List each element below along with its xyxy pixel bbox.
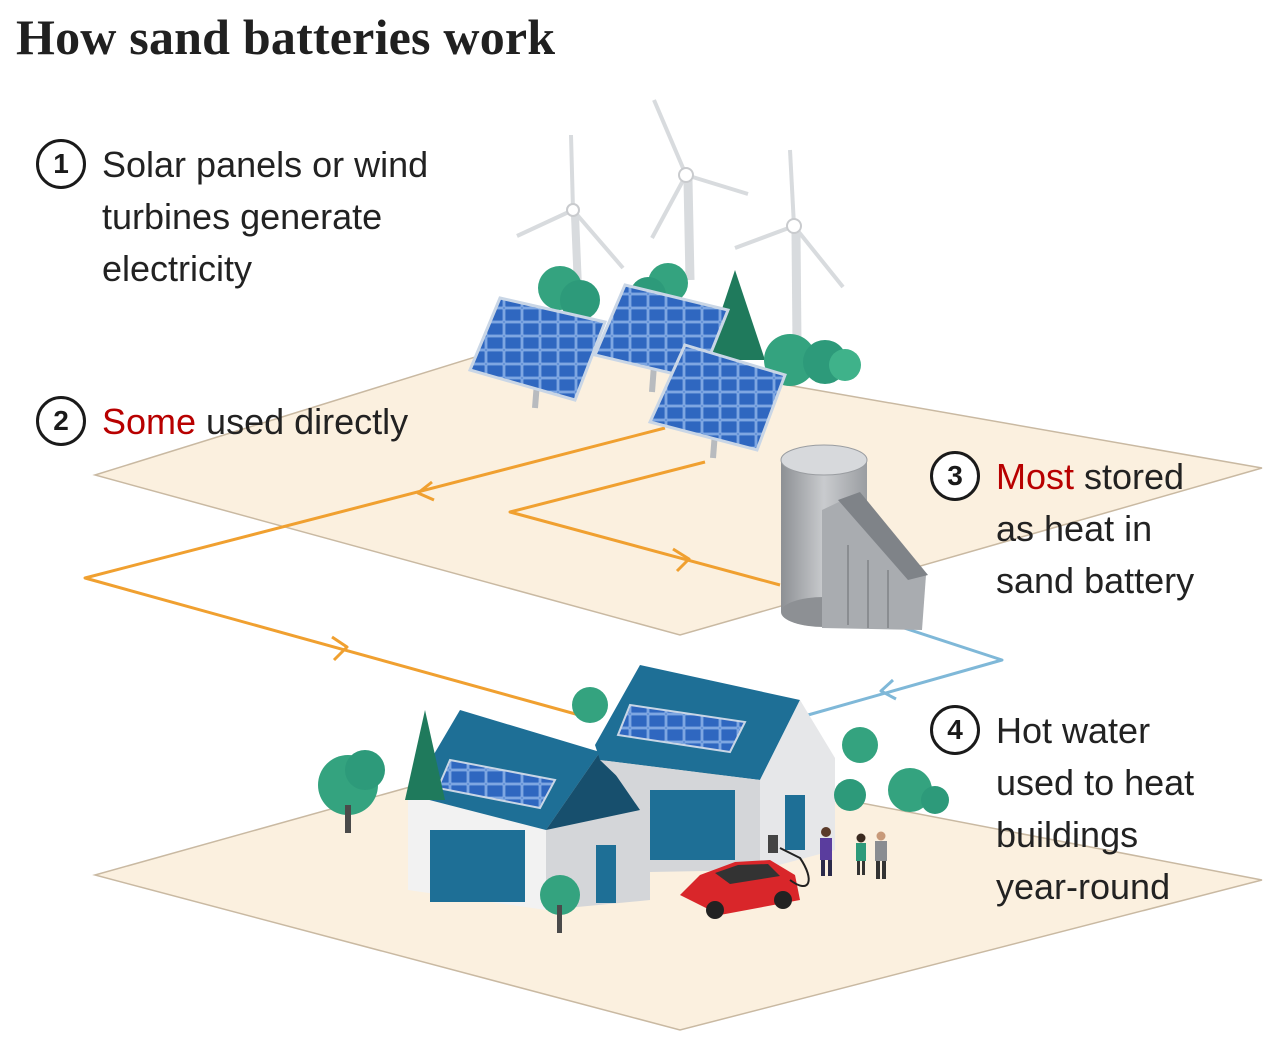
step-1-text: Solar panels or wind turbines generate e… xyxy=(102,139,428,295)
step-3-line: as heat in xyxy=(996,508,1153,549)
step-4-line: used to heat xyxy=(996,762,1195,803)
highlight-word: Most xyxy=(996,456,1075,497)
flow-arrow-icon xyxy=(331,480,691,662)
step-1: 1 Solar panels or wind turbines generate… xyxy=(36,139,428,295)
step-2-rest: used directly xyxy=(196,401,409,442)
person-icon xyxy=(875,831,887,879)
car-icon xyxy=(680,847,810,919)
step-1-line: electricity xyxy=(102,248,253,289)
step-2: 2 Some used directly xyxy=(36,396,408,448)
sand-battery-icon xyxy=(780,444,928,630)
page-title: How sand batteries work xyxy=(16,9,556,65)
step-3-line: sand battery xyxy=(996,560,1195,601)
solar-panel-icon xyxy=(647,343,787,459)
step-number-badge: 2 xyxy=(36,396,86,446)
step-4-line: Hot water xyxy=(996,710,1151,751)
person-icon xyxy=(856,833,866,875)
electricity-flow xyxy=(83,426,781,720)
step-4-line: year-round xyxy=(996,866,1171,907)
wind-turbine-icon xyxy=(650,99,749,281)
tree-icon xyxy=(318,687,949,933)
step-1-line: turbines generate xyxy=(102,196,383,237)
solar-panel-icon xyxy=(467,296,608,409)
person-icon xyxy=(820,827,832,876)
step-3-rest: stored xyxy=(1074,456,1185,497)
house-icon xyxy=(408,710,650,910)
step-2-text: Some used directly xyxy=(102,396,408,448)
step-number-badge: 1 xyxy=(36,139,86,189)
step-number-badge: 3 xyxy=(930,451,980,501)
wind-turbine-icon xyxy=(516,134,625,289)
house-icon xyxy=(595,665,835,872)
step-4-line: buildings xyxy=(996,814,1139,855)
step-1-line: Solar panels or wind xyxy=(102,144,429,185)
step-number-badge: 4 xyxy=(930,705,980,755)
heat-flow xyxy=(807,623,1004,717)
upper-ground-plane xyxy=(92,339,1263,636)
step-3: 3 Most stored as heat in sand battery xyxy=(930,451,1194,607)
step-4-text: Hot water used to heat buildings year-ro… xyxy=(996,705,1194,913)
step-4: 4 Hot water used to heat buildings year-… xyxy=(930,705,1194,913)
highlight-word: Some xyxy=(102,401,197,442)
wind-turbine-icon xyxy=(734,149,845,346)
step-3-text: Most stored as heat in sand battery xyxy=(996,451,1194,607)
lower-ground-plane xyxy=(92,744,1263,1031)
